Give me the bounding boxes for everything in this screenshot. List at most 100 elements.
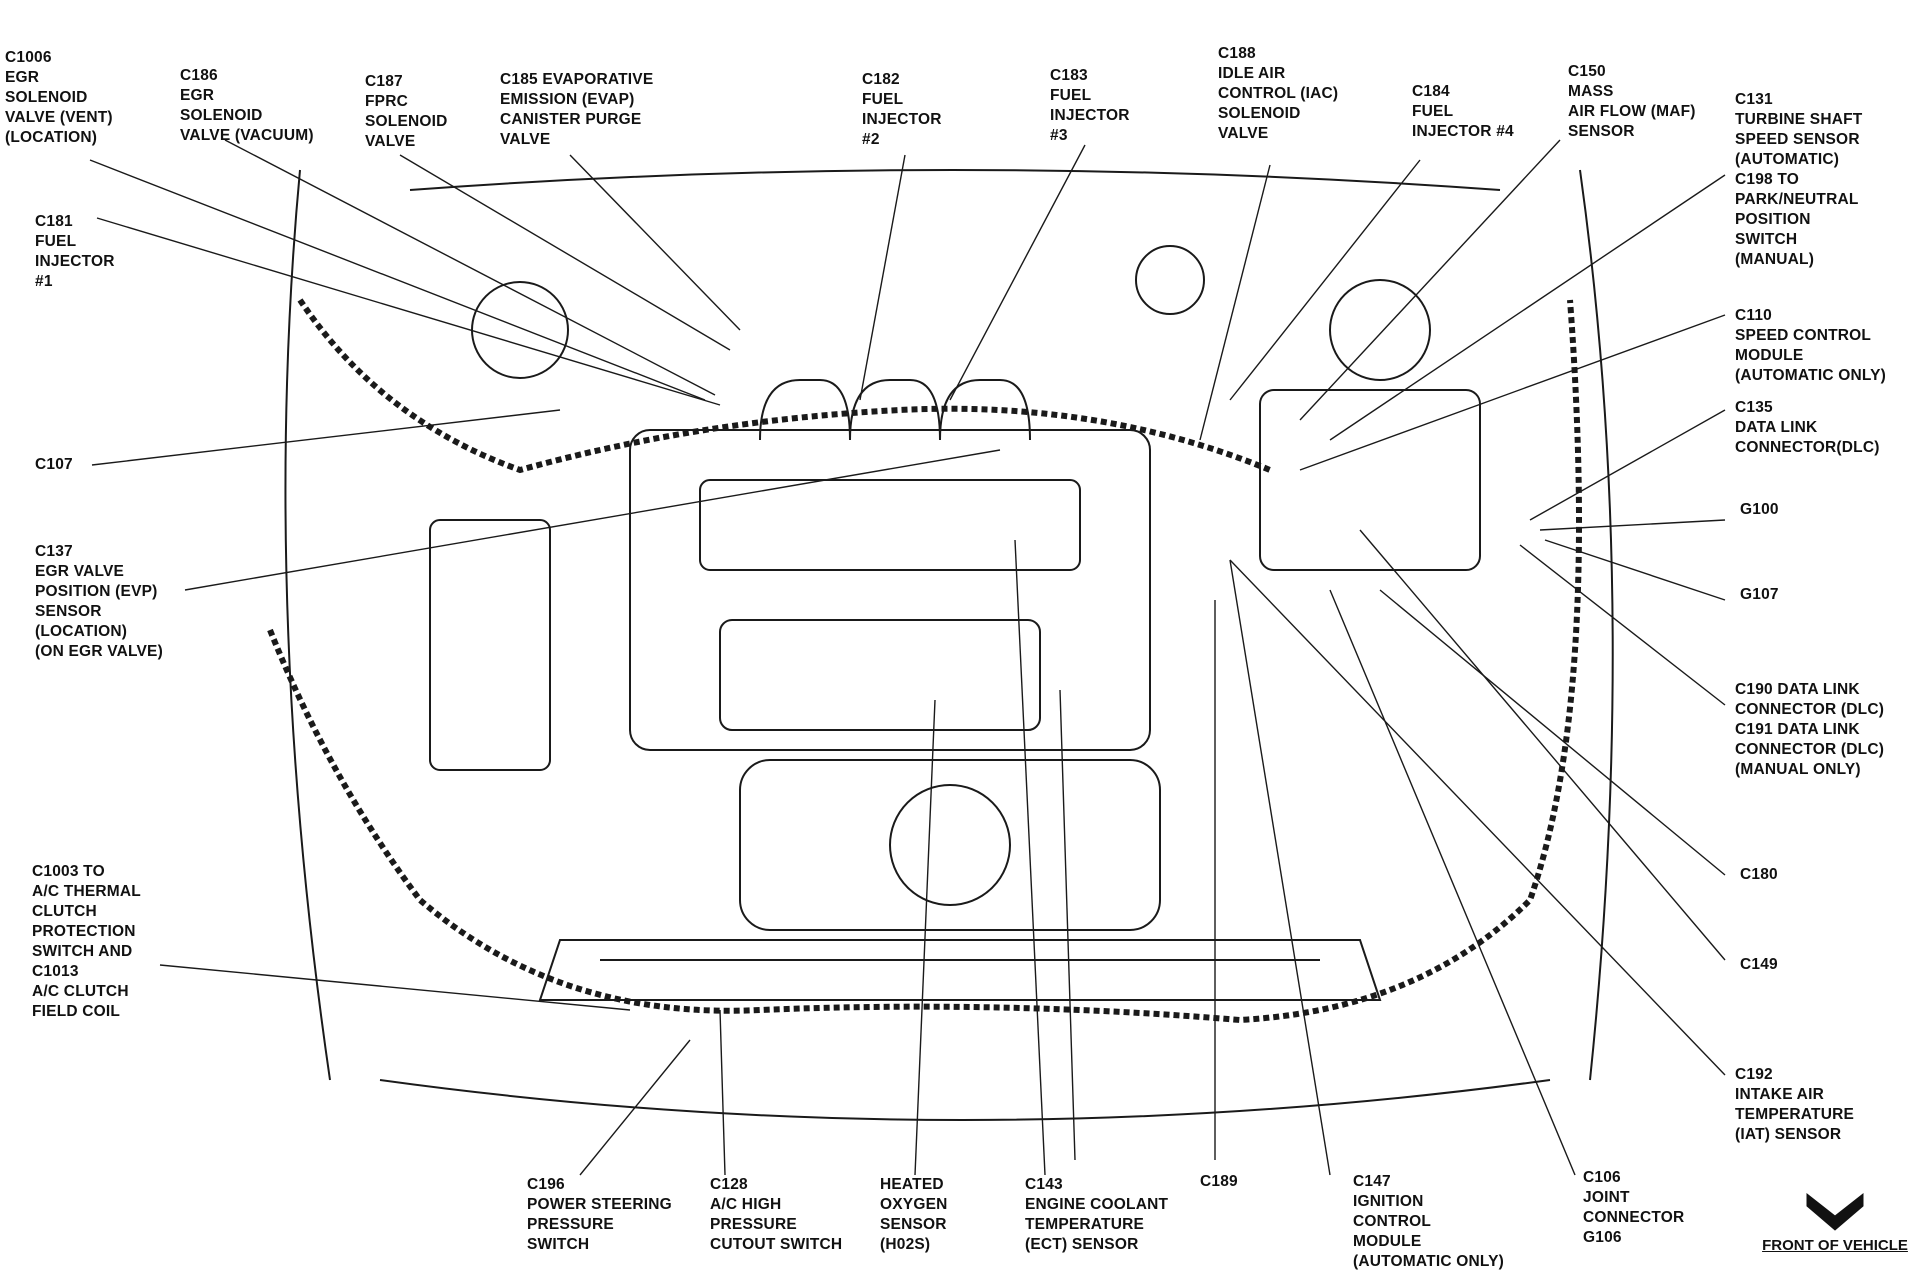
label-line: VALVE [1218, 125, 1269, 142]
label-line: VALVE (VENT) [5, 109, 113, 126]
label-c190-c191: C190 DATA LINK CONNECTOR (DLC) C191 DATA… [1735, 680, 1884, 780]
label-line: C131 [1735, 91, 1773, 108]
label-c106: C106 JOINT CONNECTOR G106 [1583, 1168, 1684, 1248]
label-c1003: C1003 TO A/C THERMAL CLUTCH PROTECTION S… [32, 862, 141, 1022]
label-line: PROTECTION [32, 923, 136, 940]
label-line: SWITCH [527, 1236, 590, 1253]
label-c147: C147 IGNITION CONTROL MODULE (AUTOMATIC … [1353, 1172, 1504, 1272]
label-line: CANISTER PURGE [500, 111, 642, 128]
label-line: (MANUAL ONLY) [1735, 761, 1861, 778]
label-c181: C181 FUEL INJECTOR #1 [35, 212, 115, 292]
label-line: G100 [1740, 501, 1779, 518]
label-c183: C183 FUEL INJECTOR #3 [1050, 66, 1130, 146]
label-line: INJECTOR [862, 111, 942, 128]
label-line: CLUTCH [32, 903, 97, 920]
label-line: (AUTOMATIC) [1735, 151, 1840, 168]
label-line: SOLENOID [180, 107, 263, 124]
label-line: C147 [1353, 1173, 1391, 1190]
label-line: C182 [862, 71, 900, 88]
arrow-down-icon [1806, 1192, 1864, 1231]
label-line: #2 [862, 131, 880, 148]
label-line: VALVE (VACUUM) [180, 127, 314, 144]
label-line: SWITCH AND [32, 943, 133, 960]
label-line: FUEL [35, 233, 77, 250]
label-line: #3 [1050, 127, 1068, 144]
label-c187: C187 FPRC SOLENOID VALVE [365, 72, 448, 152]
label-line: C180 [1740, 866, 1778, 883]
label-c107: C107 [35, 455, 73, 475]
label-line: VALVE [500, 131, 551, 148]
label-line: A/C CLUTCH [32, 983, 129, 1000]
label-line: (IAT) SENSOR [1735, 1126, 1842, 1143]
label-line: IDLE AIR [1218, 65, 1286, 82]
label-line: C1006 [5, 49, 52, 66]
label-line: TEMPERATURE [1735, 1106, 1855, 1123]
label-line: VALVE [365, 133, 416, 150]
label-line: C191 DATA LINK [1735, 721, 1860, 738]
label-line: MODULE [1735, 347, 1804, 364]
label-line: EMISSION (EVAP) [500, 91, 635, 108]
label-line: CONNECTOR [1583, 1209, 1685, 1226]
label-line: CONTROL (IAC) [1218, 85, 1339, 102]
label-line: SWITCH [1735, 231, 1798, 248]
label-c150: C150 MASS AIR FLOW (MAF) SENSOR [1568, 62, 1696, 142]
label-c185: C185 EVAPORATIVE EMISSION (EVAP) CANISTE… [500, 70, 653, 150]
label-line: PRESSURE [710, 1216, 797, 1233]
label-line: CONNECTOR (DLC) [1735, 741, 1885, 758]
label-line: C1013 [32, 963, 79, 980]
label-line: MODULE [1353, 1233, 1422, 1250]
label-line: SOLENOID [1218, 105, 1301, 122]
label-line: INJECTOR [1050, 107, 1130, 124]
label-line: C143 [1025, 1176, 1063, 1193]
label-line: C106 [1583, 1169, 1621, 1186]
label-line: A/C THERMAL [32, 883, 141, 900]
label-line: EGR [180, 87, 215, 104]
label-line: SOLENOID [365, 113, 448, 130]
label-c110: C110 SPEED CONTROL MODULE (AUTOMATIC ONL… [1735, 306, 1886, 386]
label-line: CUTOUT SWITCH [710, 1236, 843, 1253]
label-line: C196 [527, 1176, 565, 1193]
label-line: IGNITION [1353, 1193, 1424, 1210]
label-line: TEMPERATURE [1025, 1216, 1145, 1233]
front-of-vehicle-label: FRONT OF VEHICLE [1762, 1237, 1908, 1254]
label-line: A/C HIGH [710, 1196, 782, 1213]
label-line: CONNECTOR (DLC) [1735, 701, 1885, 718]
label-c182: C182 FUEL INJECTOR #2 [862, 70, 942, 150]
label-line: C150 [1568, 63, 1606, 80]
label-line: C183 [1050, 67, 1088, 84]
label-c143: C143 ENGINE COOLANT TEMPERATURE (ECT) SE… [1025, 1175, 1168, 1255]
label-line: FUEL [862, 91, 904, 108]
label-line: OXYGEN [880, 1196, 948, 1213]
label-line: DATA LINK [1735, 419, 1818, 436]
label-line: (ECT) SENSOR [1025, 1236, 1139, 1253]
label-line: C149 [1740, 956, 1778, 973]
label-line: MASS [1568, 83, 1614, 100]
label-line: C1003 TO [32, 863, 105, 880]
label-line: TURBINE SHAFT [1735, 111, 1863, 128]
label-line: C189 [1200, 1173, 1238, 1190]
label-line: C181 [35, 213, 73, 230]
label-line: INJECTOR [35, 253, 115, 270]
label-line: SENSOR [880, 1216, 947, 1233]
label-line: SENSOR [35, 603, 102, 620]
label-line: INJECTOR #4 [1412, 123, 1514, 140]
label-line: ENGINE COOLANT [1025, 1196, 1169, 1213]
label-line: SENSOR [1568, 123, 1635, 140]
label-line: FUEL [1050, 87, 1092, 104]
label-c149: C149 [1740, 955, 1778, 975]
label-heated-o2s: HEATED OXYGEN SENSOR (H02S) [880, 1175, 948, 1255]
label-line: (H02S) [880, 1236, 931, 1253]
label-line: (LOCATION) [35, 623, 128, 640]
label-line: C107 [35, 456, 73, 473]
label-line: C135 [1735, 399, 1773, 416]
label-line: POSITION [1735, 211, 1811, 228]
label-line: C184 [1412, 83, 1450, 100]
label-line: SPEED SENSOR [1735, 131, 1860, 148]
label-line: C185 EVAPORATIVE [500, 71, 654, 88]
label-line: PRESSURE [527, 1216, 614, 1233]
label-line: #1 [35, 273, 53, 290]
label-line: (AUTOMATIC ONLY) [1735, 367, 1887, 384]
label-line: C128 [710, 1176, 748, 1193]
label-line: POWER STEERING [527, 1196, 672, 1213]
label-line: (LOCATION) [5, 129, 98, 146]
